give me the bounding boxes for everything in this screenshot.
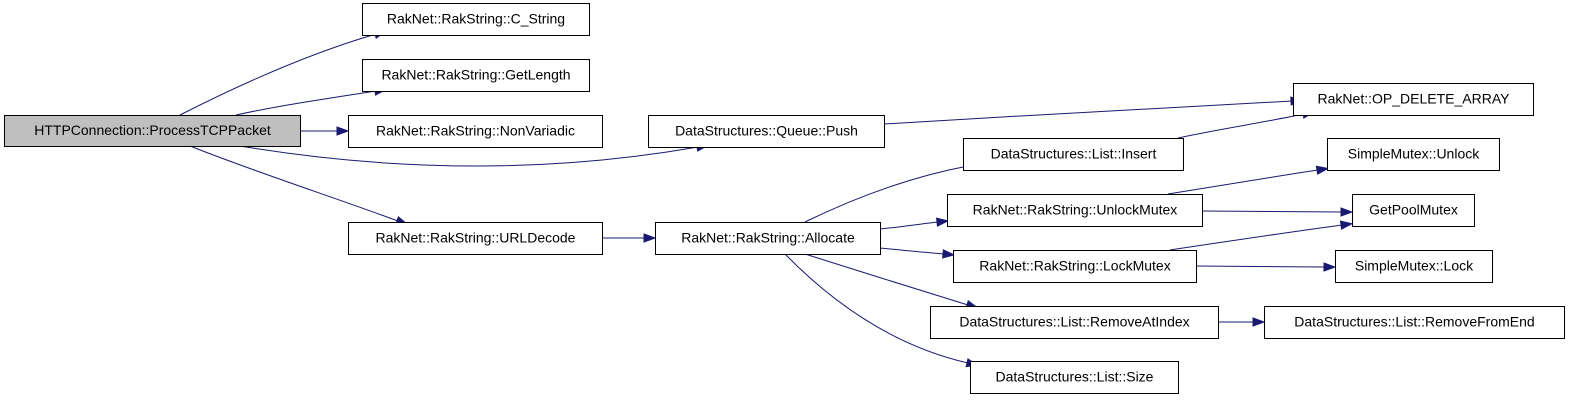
arrowhead-icon [1340, 207, 1354, 217]
node-opdelete[interactable]: RakNet::OP_DELETE_ARRAY [1293, 83, 1534, 116]
edge-lockmutex-to-getpoolmutex [1169, 220, 1354, 251]
edge-line [784, 253, 969, 364]
edge-root-to-urldecode [189, 145, 409, 225]
node-box[interactable] [648, 115, 885, 148]
edge-line [179, 33, 377, 116]
edge-allocate-to-removeatindex [804, 253, 979, 310]
arrowhead-icon [336, 126, 350, 136]
node-box[interactable] [655, 222, 881, 255]
edge-line [235, 90, 377, 116]
edge-unlockmutex-to-getpoolmutex [1201, 207, 1354, 217]
node-label[interactable]: SimpleMutex::Lock [1355, 258, 1474, 274]
node-box[interactable] [4, 115, 301, 147]
node-box[interactable] [1327, 138, 1500, 171]
edge-line [1167, 169, 1319, 195]
node-box[interactable] [1335, 250, 1493, 283]
node-label[interactable]: DataStructures::List::RemoveFromEnd [1294, 314, 1534, 330]
node-nonvariadic[interactable]: RakNet::RakString::NonVariadic [348, 115, 603, 148]
node-box[interactable] [970, 361, 1179, 394]
node-getlength[interactable]: RakNet::RakString::GetLength [362, 59, 590, 92]
node-listsize[interactable]: DataStructures::List::Size [970, 361, 1179, 394]
node-box[interactable] [362, 59, 590, 92]
edge-lockmutex-to-smlock [1195, 262, 1337, 272]
edge-root-to-cstring [179, 29, 388, 116]
edge-unlockmutex-to-smunlock [1167, 165, 1330, 195]
edge-line [239, 145, 699, 167]
node-label[interactable]: DataStructures::List::RemoveAtIndex [959, 314, 1189, 330]
node-label[interactable]: RakNet::RakString::URLDecode [376, 230, 576, 246]
node-listinsert[interactable]: DataStructures::List::Insert [963, 138, 1184, 171]
node-box[interactable] [362, 3, 590, 36]
node-label[interactable]: GetPoolMutex [1369, 202, 1458, 218]
arrowhead-icon [935, 217, 950, 227]
edge-allocate-to-unlockmutex [879, 217, 950, 230]
node-label[interactable]: DataStructures::List::Insert [991, 146, 1157, 162]
node-label[interactable]: RakNet::OP_DELETE_ARRAY [1318, 91, 1511, 107]
node-box[interactable] [1293, 83, 1534, 116]
node-label[interactable]: HTTPConnection::ProcessTCPPacket [34, 122, 271, 138]
node-label[interactable]: RakNet::RakString::Allocate [681, 230, 855, 246]
arrowhead-icon [1339, 220, 1354, 230]
node-label[interactable]: RakNet::RakString::UnlockMutex [973, 202, 1178, 218]
node-label[interactable]: RakNet::RakString::C_String [387, 11, 565, 27]
edge-line [1195, 265, 1326, 268]
node-label[interactable]: SimpleMutex::Unlock [1348, 146, 1480, 162]
nodes-layer: HTTPConnection::ProcessTCPPacketRakNet::… [4, 3, 1565, 394]
arrowhead-icon [1315, 165, 1330, 175]
edge-queuepush-to-opdelete [883, 96, 1304, 125]
node-getpoolmutex[interactable]: GetPoolMutex [1352, 194, 1475, 227]
node-label[interactable]: DataStructures::Queue::Push [675, 123, 858, 139]
node-box[interactable] [348, 115, 603, 148]
edge-line [1177, 113, 1305, 139]
node-label[interactable]: RakNet::RakString::LockMutex [979, 258, 1170, 274]
node-box[interactable] [348, 222, 603, 255]
node-urldecode[interactable]: RakNet::RakString::URLDecode [348, 222, 603, 255]
edge-line [804, 253, 969, 306]
node-allocate[interactable]: RakNet::RakString::Allocate [655, 222, 881, 255]
node-smlock[interactable]: SimpleMutex::Lock [1335, 250, 1493, 283]
edge-line [879, 247, 945, 255]
node-removefromend[interactable]: DataStructures::List::RemoveFromEnd [1264, 306, 1565, 339]
node-smunlock[interactable]: SimpleMutex::Unlock [1327, 138, 1500, 171]
node-box[interactable] [930, 306, 1219, 339]
edge-root-to-nonvariadic [300, 126, 350, 136]
node-removeatindex[interactable]: DataStructures::List::RemoveAtIndex [930, 306, 1219, 339]
edge-line [879, 221, 939, 230]
node-label[interactable]: RakNet::RakString::GetLength [381, 67, 570, 83]
node-unlockmutex[interactable]: RakNet::RakString::UnlockMutex [947, 194, 1203, 227]
arrowhead-icon [942, 249, 956, 259]
edge-line [804, 165, 969, 223]
edge-line [1169, 224, 1343, 251]
node-cstring[interactable]: RakNet::RakString::C_String [362, 3, 590, 36]
node-lockmutex[interactable]: RakNet::RakString::LockMutex [953, 250, 1197, 283]
node-label[interactable]: RakNet::RakString::NonVariadic [376, 123, 575, 139]
node-box[interactable] [947, 194, 1203, 227]
edge-urldecode-to-allocate [602, 233, 657, 243]
node-queuepush[interactable]: DataStructures::Queue::Push [648, 115, 885, 148]
edge-line [1201, 210, 1343, 213]
node-label[interactable]: DataStructures::List::Size [996, 369, 1154, 385]
edge-line [189, 145, 399, 222]
arrowhead-icon [1252, 317, 1266, 327]
node-box[interactable] [1264, 306, 1565, 339]
edge-allocate-to-lockmutex [879, 247, 956, 259]
node-root[interactable]: HTTPConnection::ProcessTCPPacket [4, 115, 301, 147]
edge-removeatindex-to-removefromend [1218, 317, 1266, 327]
edge-line [883, 100, 1293, 125]
arrowhead-icon [1323, 262, 1337, 272]
node-box[interactable] [953, 250, 1197, 283]
node-box[interactable] [1352, 194, 1475, 227]
arrowhead-icon [643, 233, 657, 243]
node-box[interactable] [963, 138, 1184, 171]
